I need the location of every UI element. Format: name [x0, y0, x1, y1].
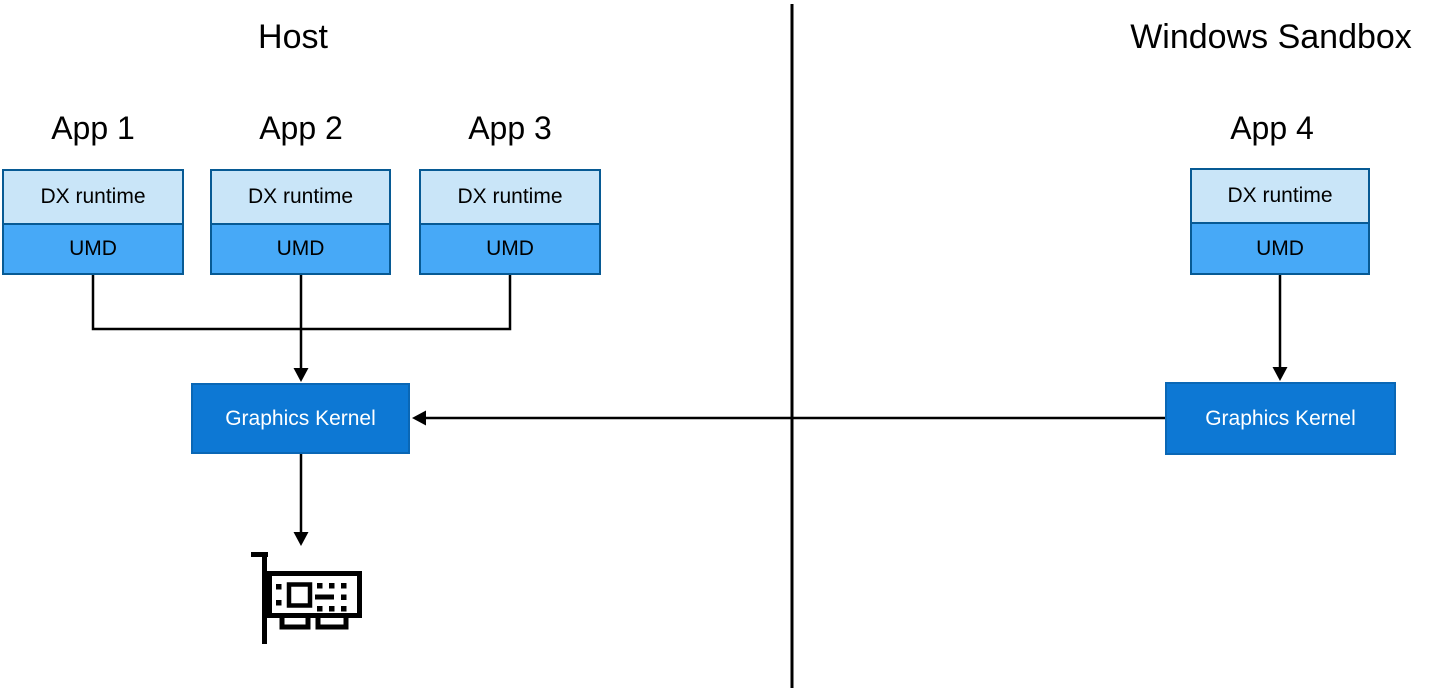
arrowhead-into-host-kernel-left — [412, 410, 426, 426]
app4-label: App 4 — [1230, 110, 1314, 146]
app3-dx-runtime-box: DX runtime — [421, 171, 599, 223]
app3-label: App 3 — [468, 110, 552, 146]
app2-label: App 2 — [259, 110, 343, 146]
app4-dx-runtime-box: DX runtime — [1192, 170, 1368, 222]
app1-stack: DX runtime UMD — [2, 169, 184, 275]
arrowhead-into-gpu — [293, 532, 309, 546]
host-graphics-kernel-box: Graphics Kernel — [191, 383, 410, 454]
app1-dx-runtime-box: DX runtime — [4, 171, 182, 223]
app2-dx-runtime-box: DX runtime — [212, 171, 389, 223]
host-bus-line — [91, 275, 512, 369]
app3-umd-box: UMD — [421, 223, 599, 273]
sandbox-section-title: Windows Sandbox — [1130, 18, 1412, 56]
arrowhead-into-sandbox-kernel — [1272, 367, 1288, 381]
app4-stack: DX runtime UMD — [1190, 168, 1370, 275]
app1-umd-box: UMD — [4, 223, 182, 273]
sandbox-graphics-kernel-box: Graphics Kernel — [1165, 382, 1396, 455]
app3-stack: DX runtime UMD — [419, 169, 601, 275]
app4-umd-box: UMD — [1192, 222, 1368, 273]
graphics-card-icon — [251, 552, 362, 644]
app2-umd-box: UMD — [212, 223, 389, 273]
app2-stack: DX runtime UMD — [210, 169, 391, 275]
app1-label: App 1 — [51, 110, 135, 146]
arrowhead-into-host-kernel — [293, 368, 309, 382]
host-section-title: Host — [258, 18, 328, 56]
